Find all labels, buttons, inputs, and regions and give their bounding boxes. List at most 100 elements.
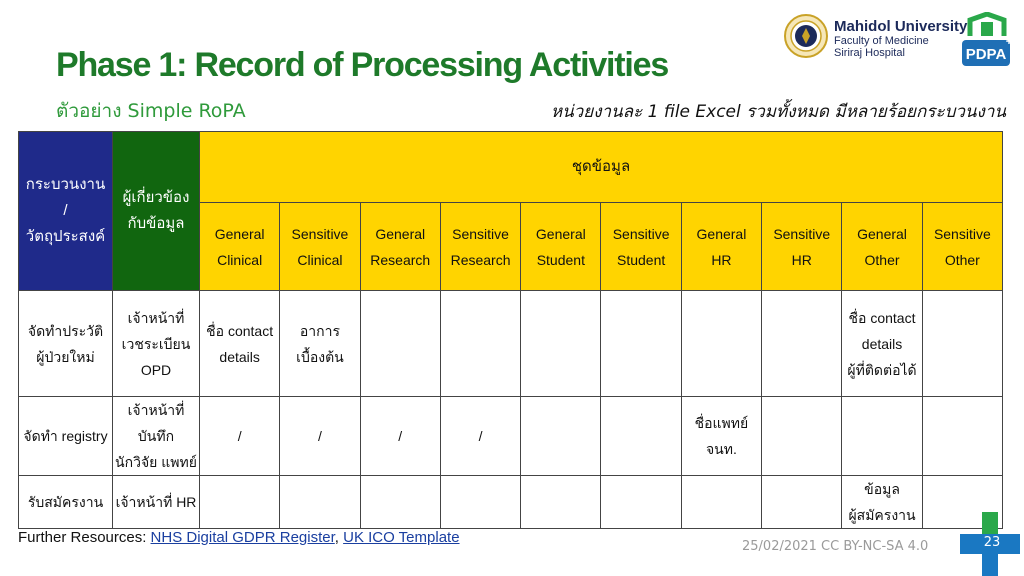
header-process: กระบวนงาน/วัตถุประสงค์ (18, 131, 113, 291)
cell-text-line: Sensitive (452, 225, 509, 242)
data-cell: ชื่อแพทย์จนท. (680, 396, 763, 476)
data-cell (600, 396, 682, 476)
cell-text-line: / (398, 428, 403, 444)
data-cell: ข้อมูลผู้สมัครงาน (841, 475, 923, 529)
cell-text-line: ผู้เกี่ยวข้อง (122, 189, 190, 206)
data-cell (439, 290, 522, 397)
cell-text-line: ชื่อ contact (206, 322, 274, 339)
data-cell (359, 475, 441, 529)
nhs-gdpr-link[interactable]: NHS Digital GDPR Register (150, 529, 335, 546)
cell-text-line: รับสมัครงาน (27, 494, 104, 510)
page-number: 23 (983, 535, 1001, 550)
pdpa-label: PDPA (966, 46, 1007, 63)
faculty-name: Faculty of Medicine (834, 35, 929, 47)
cell-text-line: Research (370, 251, 431, 268)
cell-text-line: HR (711, 251, 732, 268)
data-cell: / (279, 396, 361, 476)
cell-text-line: Sensitive (612, 225, 670, 242)
ropa-table: กระบวนงาน/วัตถุประสงค์ผู้เกี่ยวข้องกับข้… (18, 131, 1004, 529)
cell-text-line: จัดทำ registry (23, 428, 108, 444)
header-actor: ผู้เกี่ยวข้องกับข้อมูล (112, 131, 200, 291)
data-cell (520, 475, 602, 529)
cell-text-line: Other (944, 251, 980, 268)
data-cell (520, 290, 602, 397)
cell-text-line: Clinical (297, 251, 343, 268)
data-cell (439, 475, 522, 529)
further-resources: Further Resources: NHS Digital GDPR Regi… (18, 529, 460, 546)
cell-text-line: / (63, 202, 68, 219)
plus-icon: + (1006, 36, 1012, 48)
cell-text-line: Sensitive (291, 225, 349, 242)
data-cell (680, 290, 763, 397)
cell-text-line: ข้อมูล (864, 481, 900, 497)
cell-text-line: Research (450, 251, 511, 268)
cell-text-line: HR (791, 251, 812, 268)
pdpa-house-icon: PDPA + (962, 12, 1012, 66)
process-cell: จัดทำ registry (18, 396, 113, 476)
table-row: รับสมัครงาน เจ้าหน้าที่ HR ข้อมูลผู้สมัครง… (18, 475, 1004, 529)
cell-text-line: Sensitive (933, 225, 991, 242)
cell-text-line: เจ้าหน้าที่บันทึก (127, 402, 185, 444)
data-cell: ชื่อ contact details (198, 290, 281, 397)
cell-text-line: ผู้สมัครงาน (848, 507, 916, 523)
data-cell (680, 475, 763, 529)
cell-text-line: จนท. (705, 441, 737, 457)
mahidol-logo: Mahidol University Faculty of Medicine S… (784, 14, 968, 64)
data-cell: / (359, 396, 441, 476)
data-cell (600, 475, 682, 529)
hospital-name: Siriraj Hospital (834, 47, 905, 59)
cell-text-line: General (535, 225, 586, 242)
cell-text-line: Student (536, 251, 585, 268)
actor-cell: เจ้าหน้าที่ HR (112, 475, 200, 529)
cell-text-line: Other (864, 251, 900, 268)
slide-title: Phase 1: Record of Processing Activities (56, 46, 669, 84)
resources-separator: , (334, 529, 344, 546)
data-cell: / (198, 396, 281, 476)
data-cell: / (439, 396, 522, 476)
data-cell (359, 290, 441, 397)
cell-text-line: details (861, 335, 903, 352)
university-name: Mahidol University (834, 18, 968, 35)
actor-cell: เจ้าหน้าที่บันทึกนักวิจัย แพทย์ (112, 396, 200, 476)
data-cell (841, 396, 923, 476)
data-cell (761, 475, 843, 529)
cell-text-line: General (696, 225, 747, 242)
cell-text-line: Clinical (217, 251, 263, 268)
university-seal-icon (784, 14, 828, 58)
cell-text-line: ผู้ที่ติดต่อได้ (847, 361, 917, 378)
data-cell (921, 396, 1004, 476)
data-cell (921, 290, 1004, 397)
data-cell: ชื่อ contact details ผู้ที่ติดต่อได้ (841, 290, 923, 397)
cell-text-line: Student (617, 251, 666, 268)
cell-text-line: General (375, 225, 426, 242)
cell-text-line: เบื้องต้น (296, 348, 344, 365)
data-cell: อาการเบื้องต้น (279, 290, 361, 397)
cell-text-line: Sensitive (773, 225, 831, 242)
data-cell (279, 475, 361, 529)
data-cell (761, 290, 843, 397)
cell-text-line: ชื่อ contact (848, 309, 916, 326)
process-cell: รับสมัครงาน (18, 475, 113, 529)
cell-text-line: ชื่อแพทย์ (694, 415, 749, 431)
slide-note: หน่วยงานละ 1 file Excel รวมทั้งหมด มีหลา… (550, 102, 1006, 122)
cell-text-line: General (214, 225, 265, 242)
data-cell (600, 290, 682, 397)
cell-text-line: / (237, 428, 242, 444)
cell-text-line: / (478, 428, 483, 444)
cell-text-line: / (318, 428, 322, 444)
cell-text-line: จัดทำประวัติ (27, 322, 104, 339)
header-data-set: ชุดข้อมูล (198, 131, 1004, 203)
ico-template-link[interactable]: UK ICO Template (343, 529, 460, 546)
table-row: จัดทำประวัติผู้ป่วยใหม่เจ้าหน้าที่เวชระเ… (18, 290, 1004, 397)
cell-text-line: details (219, 348, 260, 365)
cell-text-line: อาการ (299, 322, 341, 339)
